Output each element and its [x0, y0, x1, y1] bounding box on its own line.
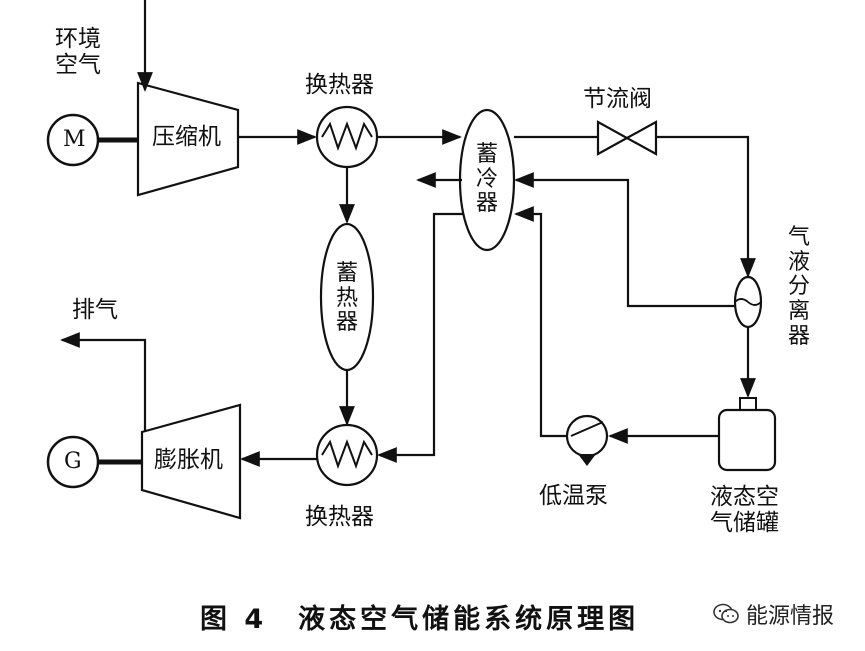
heat-exchanger-top-coil — [321, 121, 373, 151]
compressor-symbol — [136, 81, 240, 197]
expander-symbol — [140, 403, 242, 520]
compressor-label: 压缩机 — [152, 124, 221, 150]
heat-exchanger-bottom-coil — [321, 439, 373, 469]
pump-arm — [570, 421, 604, 437]
heat-exchanger-top-label: 换热器 — [305, 72, 374, 98]
flow-pump-to-cold-storage — [514, 206, 567, 438]
throttle-valve-label: 节流阀 — [583, 86, 652, 112]
heat-storage-label: 蓄热器 — [335, 261, 358, 336]
tank-cap — [739, 397, 757, 411]
pump-base — [578, 454, 596, 466]
heat-exchanger-bottom-symbol — [315, 423, 379, 487]
flow-cold-storage-to-hx-bottom — [377, 212, 464, 463]
flow-separator-gas-to-cold-storage — [514, 172, 735, 308]
pump-label: 低温泵 — [539, 483, 608, 509]
watermark: 能源情报 — [712, 598, 834, 630]
exhaust-line — [60, 332, 147, 432]
flow-valve-to-separator — [656, 135, 756, 278]
exhaust-label: 排气 — [72, 297, 118, 323]
throttle-valve-symbol — [596, 120, 658, 156]
wechat-icon — [713, 603, 739, 624]
motor-label: M — [63, 127, 86, 152]
separator-wave — [734, 298, 762, 306]
cold-storage-label: 蓄冷器 — [475, 142, 498, 217]
tank-symbol — [717, 408, 777, 472]
watermark-text: 能源情报 — [746, 604, 835, 629]
generator-label: G — [64, 449, 82, 474]
expander-label: 膨胀机 — [154, 447, 223, 473]
ambient-air-label: 环境空气 — [55, 26, 101, 79]
tank-label: 液态空气储罐 — [710, 484, 779, 537]
heat-exchanger-top-symbol — [315, 105, 379, 169]
heat-exchanger-bottom-label: 换热器 — [305, 504, 374, 530]
separator-label: 气液分离器 — [787, 225, 810, 349]
figure-caption: 图 4 液态空气储能系统原理图 — [200, 604, 640, 635]
